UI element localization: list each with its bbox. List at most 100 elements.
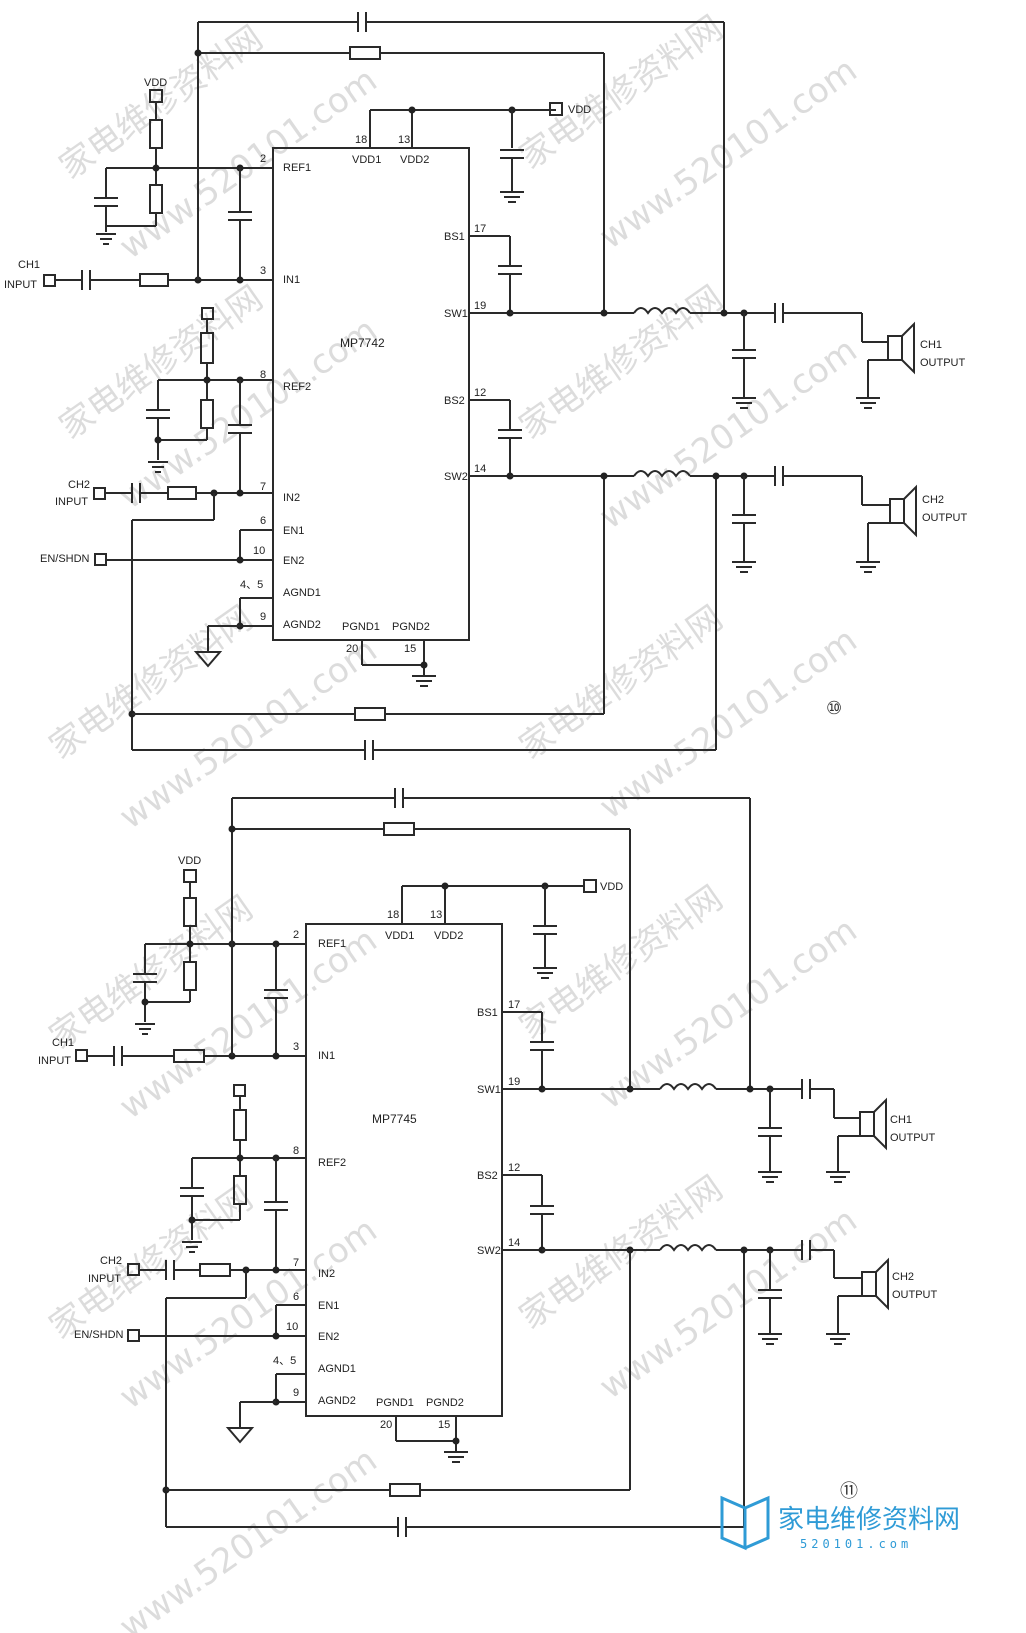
pin-name: BS2: [444, 395, 465, 407]
pin-num: 7: [260, 481, 266, 493]
pin-num: 17: [508, 999, 520, 1011]
pin-num: 10: [253, 545, 265, 557]
watermark-cn: 家电维修资料网: [512, 278, 730, 447]
pin-num: 14: [474, 463, 486, 475]
vdd-label: VDD: [178, 855, 201, 867]
figure-number: ⑩: [826, 698, 842, 719]
pin-num: 8: [260, 369, 266, 381]
pin-num: 12: [474, 387, 486, 399]
pin-name: IN2: [283, 492, 300, 504]
ic-name: MP7742: [340, 336, 385, 350]
pin-num: 3: [293, 1041, 299, 1053]
pin-num: 18: [355, 134, 367, 146]
pin-name: BS1: [477, 1007, 498, 1019]
pin-name: REF1: [318, 938, 346, 950]
pin-name: SW1: [477, 1084, 501, 1096]
en-shdn-label: EN/SHDN: [40, 553, 90, 565]
ch1-input-label: CH1: [52, 1037, 74, 1049]
pin-num: 14: [508, 1237, 520, 1249]
ch1-output-label: OUTPUT: [890, 1132, 936, 1144]
pin-name: BS2: [477, 1170, 498, 1182]
pin-name: VDD2: [400, 154, 429, 166]
pin-name: SW2: [444, 471, 468, 483]
vdd-label: VDD: [600, 881, 623, 893]
pin-name: REF2: [283, 381, 311, 393]
pin-name: REF2: [318, 1157, 346, 1169]
ic-mp7745-body: [305, 923, 503, 1417]
ch2-output-label: CH2: [922, 494, 944, 506]
pin-num: 18: [387, 909, 399, 921]
pin-name: BS1: [444, 231, 465, 243]
pin-name: SW1: [444, 308, 468, 320]
pin-num: 13: [398, 134, 410, 146]
vdd-label: VDD: [568, 104, 591, 116]
pin-name: IN1: [318, 1050, 335, 1062]
ch1-output-label: CH1: [920, 339, 942, 351]
ch2-input-label: CH2: [68, 479, 90, 491]
pin-num: 15: [438, 1419, 450, 1431]
ch1-input-label: CH1: [18, 259, 40, 271]
ch2-input-label: INPUT: [88, 1273, 121, 1285]
ch2-output-label: OUTPUT: [922, 512, 968, 524]
pin-name: IN2: [318, 1268, 335, 1280]
en-shdn-label: EN/SHDN: [74, 1329, 124, 1341]
pin-name: IN1: [283, 274, 300, 286]
pin-name: EN1: [318, 1300, 339, 1312]
pin-num: 20: [346, 643, 358, 655]
ch1-output-label: OUTPUT: [920, 357, 966, 369]
pin-name: VDD1: [385, 930, 414, 942]
figure-10-circuit: MP7742 18 13 VDD1 VDD2 VDD 2 3 8 7 6: [4, 12, 968, 760]
pin-name: SW2: [477, 1245, 501, 1257]
pin-name: AGND2: [318, 1395, 356, 1407]
pin-num: 4、5: [273, 1355, 296, 1367]
pin-num: 15: [404, 643, 416, 655]
pin-name: EN1: [283, 525, 304, 537]
pin-name: AGND1: [283, 587, 321, 599]
logo-text: 家电维修资料网: [778, 1505, 960, 1535]
ch1-output-label: CH1: [890, 1114, 912, 1126]
pin-num: 19: [508, 1076, 520, 1088]
pin-num: 2: [293, 929, 299, 941]
pin-num: 4、5: [240, 579, 263, 591]
pin-num: 9: [293, 1387, 299, 1399]
pin-name: EN2: [283, 555, 304, 567]
pin-name: PGND1: [376, 1397, 414, 1409]
figure-number: ⑪: [840, 1481, 858, 1502]
pin-name: VDD1: [352, 154, 381, 166]
figure-11-circuit: MP7745 18 13 VDD1 VDD2 VDD 2 3 8 7 6 10: [38, 788, 938, 1537]
pin-num: 6: [293, 1291, 299, 1303]
site-logo: 家电维修资料网 520101.com: [720, 1495, 960, 1551]
ch2-input-label: CH2: [100, 1255, 122, 1267]
pin-num: 20: [380, 1419, 392, 1431]
logo-url: 520101.com: [800, 1537, 912, 1551]
vdd-label: VDD: [144, 77, 167, 89]
pin-num: 12: [508, 1162, 520, 1174]
pin-name: PGND1: [342, 621, 380, 633]
book-icon: [720, 1495, 770, 1551]
pin-name: PGND2: [426, 1397, 464, 1409]
ch2-input-label: INPUT: [55, 496, 88, 508]
watermark-url: www.520101.com: [112, 1440, 384, 1633]
pin-name: VDD2: [434, 930, 463, 942]
ch2-output-label: OUTPUT: [892, 1289, 938, 1301]
pin-name: AGND2: [283, 619, 321, 631]
pin-num: 17: [474, 223, 486, 235]
pin-name: REF1: [283, 162, 311, 174]
pin-num: 10: [286, 1321, 298, 1333]
ch2-output-label: CH2: [892, 1271, 914, 1283]
pin-name: PGND2: [392, 621, 430, 633]
pin-num: 6: [260, 515, 266, 527]
pin-num: 19: [474, 300, 486, 312]
pin-name: EN2: [318, 1331, 339, 1343]
pin-num: 9: [260, 611, 266, 623]
pin-name: AGND1: [318, 1363, 356, 1375]
ch1-input-label: INPUT: [38, 1055, 71, 1067]
pin-num: 2: [260, 153, 266, 165]
pin-num: 3: [260, 265, 266, 277]
ch1-input-label: INPUT: [4, 279, 37, 291]
pin-num: 7: [293, 1257, 299, 1269]
pin-num: 8: [293, 1145, 299, 1157]
pin-num: 13: [430, 909, 442, 921]
ic-name: MP7745: [372, 1112, 417, 1126]
